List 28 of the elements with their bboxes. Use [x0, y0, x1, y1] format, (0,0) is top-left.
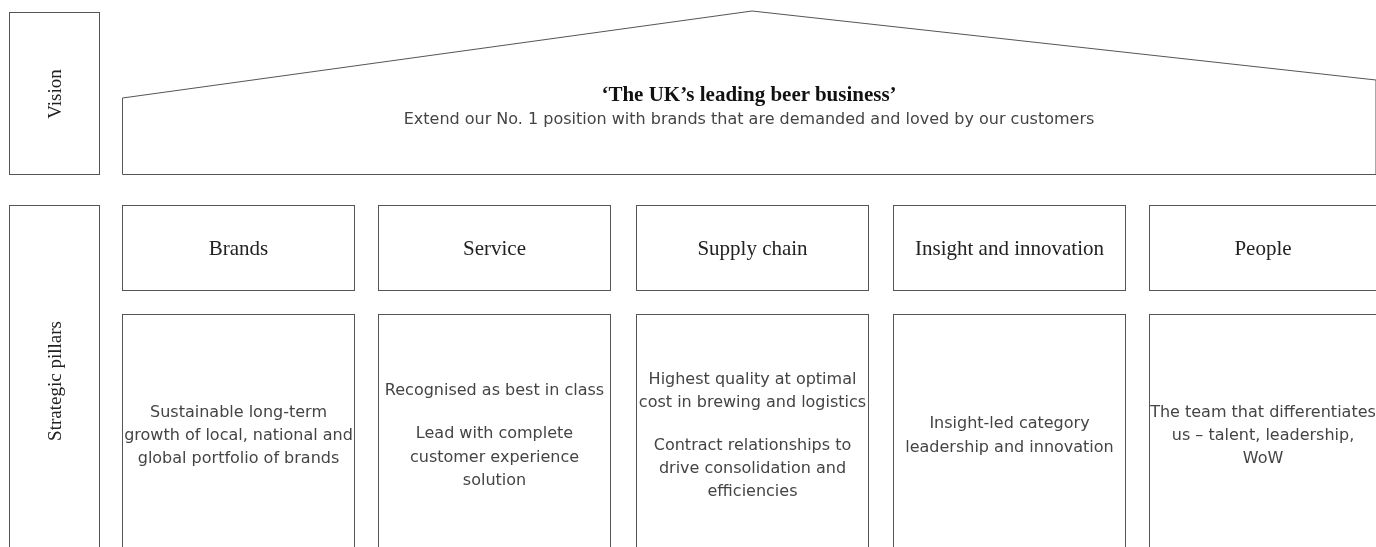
pillar-header-box: [122, 205, 355, 291]
pillar-header-box: [636, 205, 869, 291]
label-box: [9, 205, 100, 547]
pillar-description: Insight-led category leadership and innovation: [904, 412, 1115, 458]
pillar-heading: Supply chain: [697, 235, 808, 261]
pillar-box: [636, 314, 869, 547]
pillar-description: Recognised as best in class: [384, 379, 605, 402]
label-box: [9, 12, 100, 175]
pillar-header-box: [893, 205, 1126, 291]
section-label: Strategic pillars: [43, 320, 66, 441]
pillar-header-box: [1149, 205, 1376, 291]
pillar-box: [893, 314, 1126, 547]
pillar-box: [1149, 314, 1376, 547]
vision-title: ‘The UK’s leading beer business’: [601, 82, 897, 107]
pillar-description: The team that differentiates us – talent, leadership, WoW: [1150, 400, 1376, 470]
pillar-box: [122, 314, 355, 547]
pillar-description: Sustainable long-term growth of local, national and global portfolio of brands: [123, 400, 354, 470]
section-label: Vision: [43, 68, 66, 119]
pillar-description: Contract relationships to drive consolidation and efficiencies: [652, 433, 853, 503]
pillar-header-box: [378, 205, 611, 291]
pillar-heading: Service: [463, 235, 526, 261]
vision-statement: Extend our No. 1 position with brands that are demanded and loved by our customers: [403, 109, 1095, 128]
pillar-description: Highest quality at optimal cost in brewing and logistics: [637, 367, 868, 413]
pillar-description: Lead with complete customer experience solution: [408, 422, 581, 491]
pillar-box: [378, 314, 611, 547]
pillar-heading: Insight and innovation: [915, 235, 1104, 261]
pillar-heading: People: [1234, 235, 1292, 261]
pillar-heading: Brands: [208, 235, 269, 261]
